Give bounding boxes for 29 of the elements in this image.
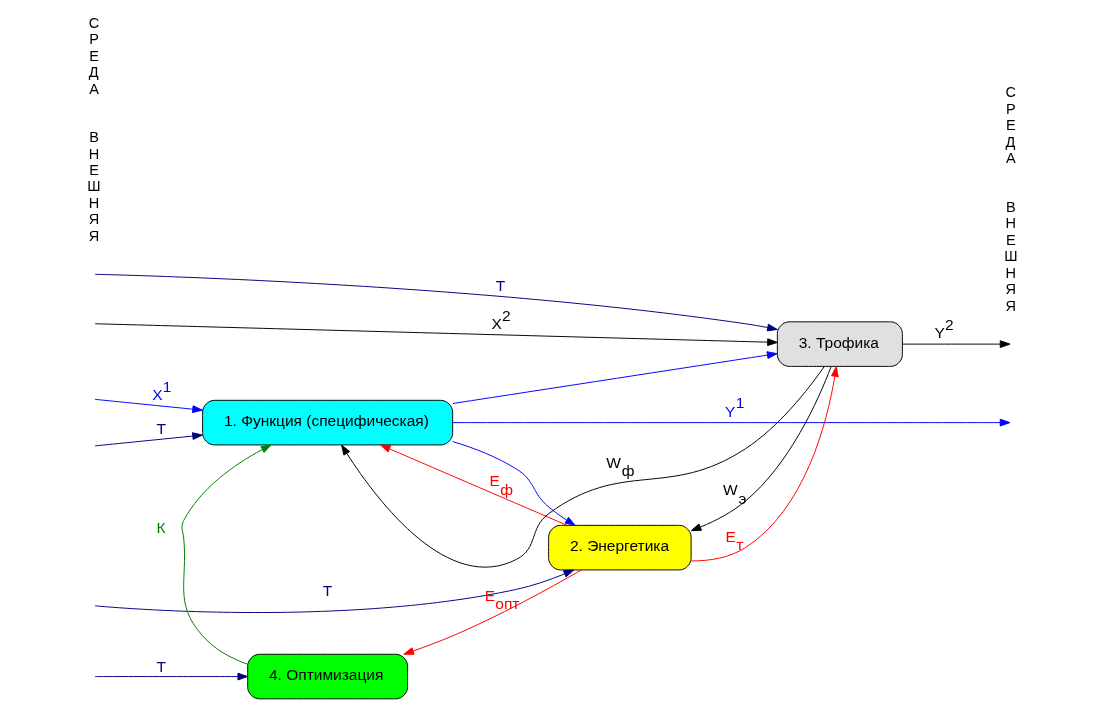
arrow — [690, 366, 832, 532]
arrow — [94, 569, 574, 613]
arrow — [94, 398, 203, 414]
arrow — [690, 366, 839, 562]
arrow — [402, 569, 582, 655]
edge-label: Т — [322, 581, 332, 599]
label: СРЕДА — [1005, 84, 1016, 167]
edge-label: Т — [495, 276, 505, 294]
label: ВНЕШНЯЯ — [1003, 198, 1017, 314]
arrow — [451, 441, 575, 526]
arrow — [379, 444, 567, 526]
arrow — [451, 418, 1010, 427]
arrow — [94, 672, 248, 681]
node-box: 1. Функция (специфическая) — [201, 399, 453, 446]
edge-label: Т — [156, 657, 166, 675]
node-box: 2. Энергетика — [547, 524, 692, 571]
arrow — [94, 323, 778, 347]
arrow — [94, 432, 203, 447]
arrow — [340, 365, 825, 568]
arrow — [94, 273, 778, 332]
node-box: 3. Трофика — [776, 321, 903, 367]
arrow — [901, 340, 1010, 348]
label: СРЕДА — [88, 14, 99, 97]
arrow — [451, 351, 778, 404]
arrow — [180, 444, 272, 665]
node-box: 4. Оптимизация — [246, 653, 408, 700]
edge-label: К — [156, 518, 166, 536]
edge-label: Т — [156, 420, 166, 438]
label: ВНЕШНЯЯ — [86, 129, 101, 244]
